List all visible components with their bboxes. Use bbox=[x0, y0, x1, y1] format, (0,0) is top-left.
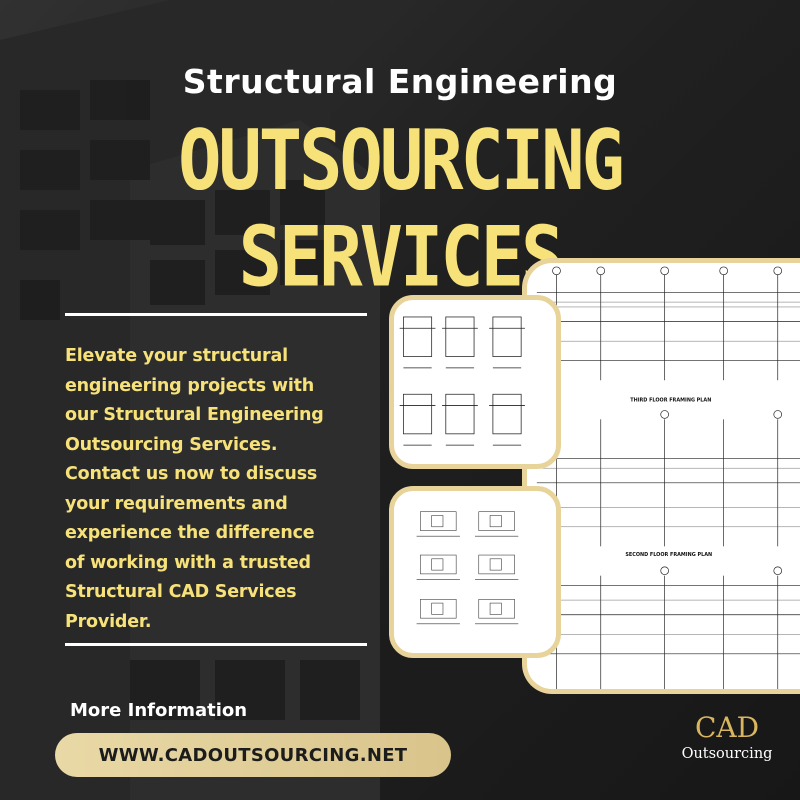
description-line: Outsourcing Services. bbox=[65, 434, 278, 455]
plan-label: THIRD FLOOR FRAMING PLAN bbox=[630, 398, 711, 404]
description-line: our Structural Engineering bbox=[65, 405, 324, 425]
header-subtitle: Structural Engineering bbox=[182, 62, 618, 101]
description-line: Elevate your structural bbox=[65, 346, 288, 366]
section-details-drawing bbox=[399, 316, 525, 446]
foundation-details-image bbox=[389, 486, 561, 658]
more-info-label: More Information bbox=[70, 700, 248, 721]
logo-subtitle: Outsourcing bbox=[681, 746, 773, 762]
description-line: Provider. bbox=[65, 611, 152, 632]
cad-outsourcing-logo: CAD Outsourcing bbox=[672, 711, 782, 763]
divider-top bbox=[65, 313, 367, 316]
description-line: of working with a trusted bbox=[65, 552, 311, 573]
framing-plan-image: THIRD FLOOR FRAMING PLAN SECOND FLOOR FR… bbox=[522, 258, 800, 694]
section-details-image bbox=[389, 295, 561, 469]
description-line: your requirements and bbox=[65, 493, 288, 514]
logo-name: CAD bbox=[694, 711, 760, 744]
framing-plan-drawing: THIRD FLOOR FRAMING PLAN SECOND FLOOR FR… bbox=[536, 266, 800, 689]
description-line: engineering projects with bbox=[65, 375, 315, 396]
divider-bottom bbox=[65, 643, 367, 646]
plan-label: SECOND FLOOR FRAMING PLAN bbox=[625, 552, 712, 558]
foundation-details-drawing bbox=[416, 511, 519, 625]
description-text: Elevate your structural engineering proj… bbox=[65, 342, 385, 637]
description-line: Structural CAD Services bbox=[65, 582, 297, 602]
website-link-button[interactable]: WWW.CADOUTSOURCING.NET bbox=[55, 733, 451, 777]
header-title: OUTSOURCING SERVICES bbox=[178, 112, 625, 306]
description-line: Contact us now to discuss bbox=[65, 464, 318, 484]
description-line: experience the difference bbox=[65, 523, 315, 543]
